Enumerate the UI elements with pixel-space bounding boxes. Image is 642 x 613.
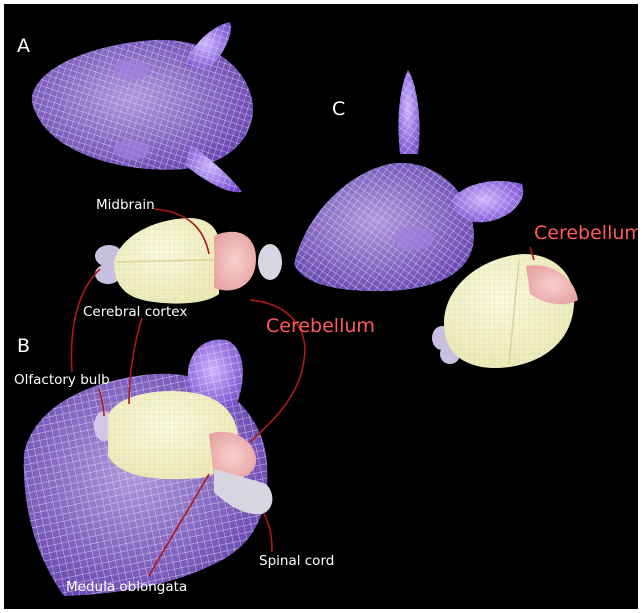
label-cerebellum-c: Cerebellum [534,224,638,243]
label-medulla-oblongata: Medula oblongata [66,581,187,595]
brain-top-view [95,218,282,304]
figure-canvas: A B C Midbrain Cerebellum Cerebellum Cer… [4,4,638,609]
panel-label-c: C [332,100,345,119]
head-c-wireframe [294,70,523,291]
label-cerebellum-b: Cerebellum [266,317,375,336]
label-olfactory-bulb: Olfactory bulb [14,374,110,388]
head-a-wireframe [32,22,253,192]
label-spinal-cord: Spinal cord [259,555,334,569]
panel-label-a: A [17,37,30,56]
label-midbrain: Midbrain [96,199,155,213]
label-cerebral-cortex: Cerebral cortex [83,306,187,320]
panel-label-b: B [17,337,30,356]
